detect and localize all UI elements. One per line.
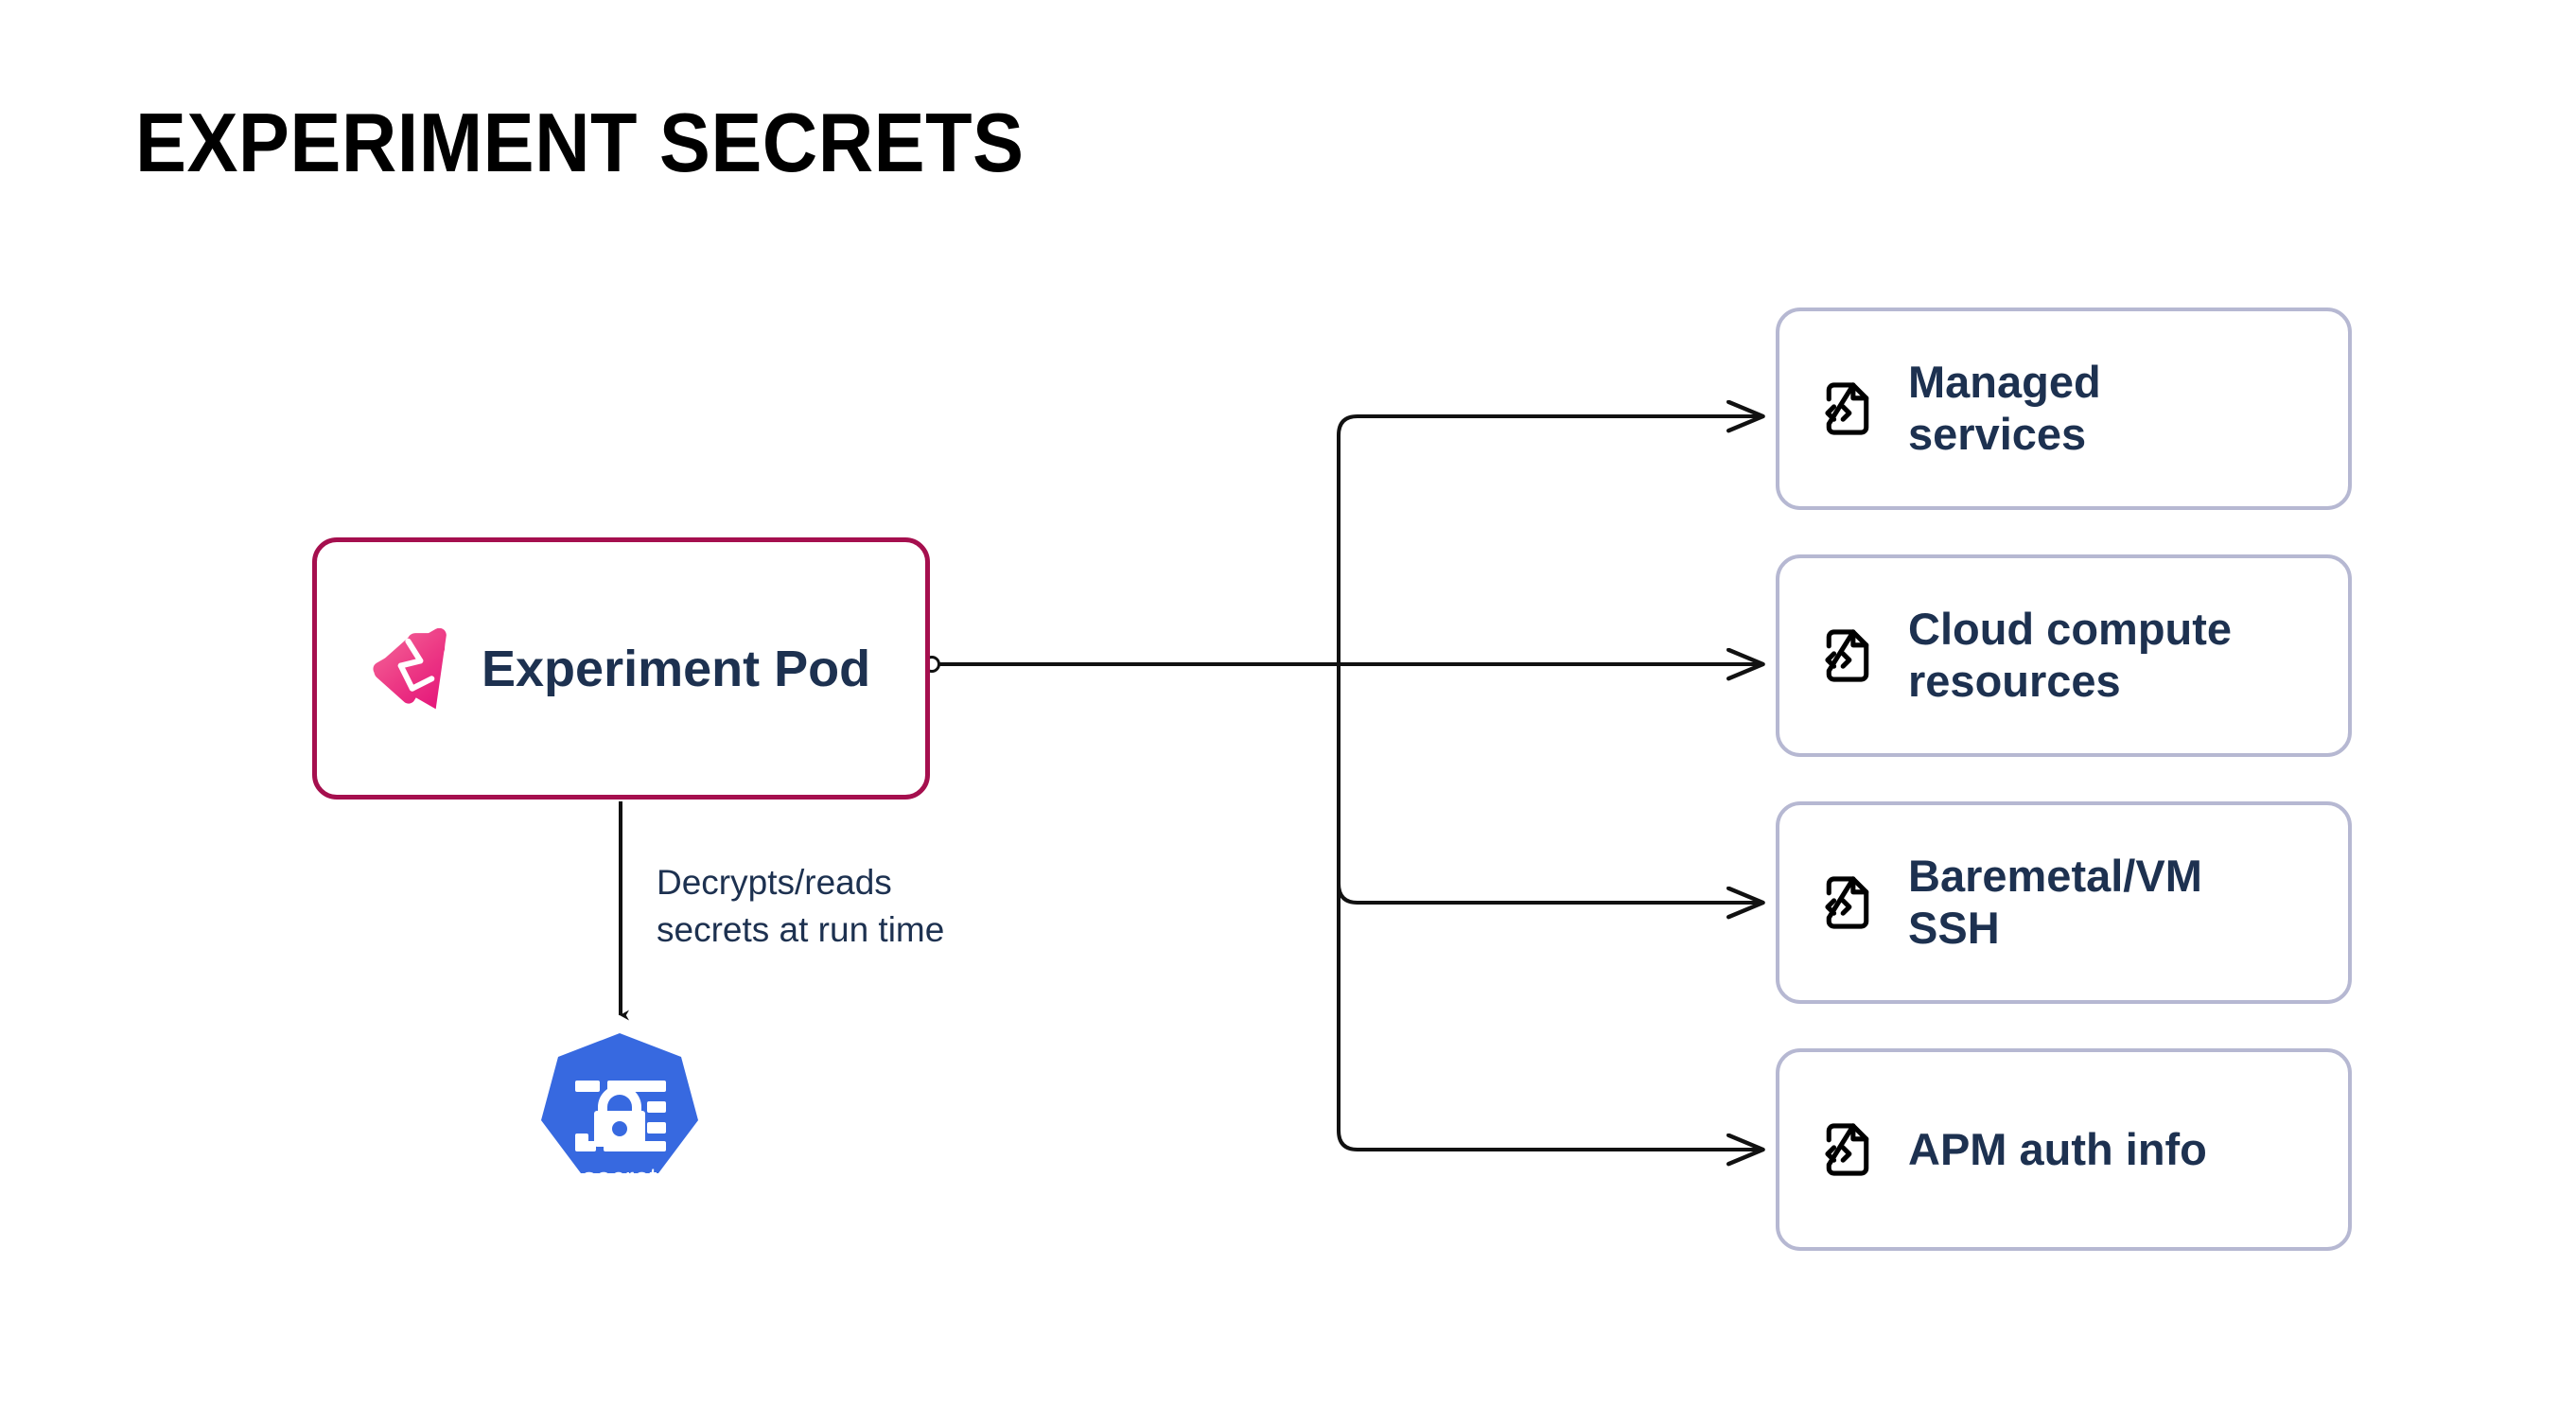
target-card-label-line-2: services <box>1908 409 2087 459</box>
experiment-pod-label: Experiment Pod <box>482 640 871 697</box>
litmus-chaos-logo-icon <box>373 627 447 709</box>
experiment-pod-node[interactable]: Experiment Pod <box>312 537 930 800</box>
target-card-apm-auth-info[interactable]: APM auth info <box>1776 1048 2352 1251</box>
target-card-label-line-2: resources <box>1908 656 2121 706</box>
target-card-label: Baremetal/VM SSH <box>1908 851 2202 954</box>
target-card-label-line-2: SSH <box>1908 903 2000 953</box>
page-title: EXPERIMENT SECRETS <box>135 96 1025 189</box>
secret-edge-caption: Decrypts/reads secrets at run time <box>657 859 1054 953</box>
target-card-label-line-1: Cloud compute <box>1908 604 2233 655</box>
edge-to-baremetal-ssh <box>1337 662 1761 903</box>
edge-to-apm-auth <box>1337 662 1761 1150</box>
target-card-label-line-1: Managed <box>1908 357 2101 408</box>
file-code-icon <box>1825 382 1869 435</box>
kubernetes-secret-icon: secret <box>541 1033 698 1193</box>
target-card-baremetal-vm-ssh[interactable]: Baremetal/VM SSH <box>1776 801 2352 1004</box>
secret-edge-caption-line-2: secrets at run time <box>657 909 945 949</box>
edge-to-managed-services <box>1337 416 1761 666</box>
target-card-cloud-compute-resources[interactable]: Cloud compute resources <box>1776 554 2352 757</box>
target-card-label-line-1: APM auth info <box>1908 1123 2207 1174</box>
file-code-icon <box>1825 876 1869 929</box>
target-card-label: Cloud compute resources <box>1908 604 2232 707</box>
secret-edge-caption-line-1: Decrypts/reads <box>657 863 892 902</box>
target-card-label-line-1: Baremetal/VM <box>1908 851 2202 902</box>
kubernetes-secret-label: secret <box>583 1163 657 1193</box>
kubernetes-secret-node[interactable]: secret <box>532 1029 708 1211</box>
file-code-icon <box>1825 1123 1869 1176</box>
target-card-managed-services[interactable]: Managed services <box>1776 308 2352 510</box>
target-card-label: Managed services <box>1908 357 2101 460</box>
file-code-icon <box>1825 629 1869 682</box>
target-card-label: APM auth info <box>1908 1124 2207 1176</box>
